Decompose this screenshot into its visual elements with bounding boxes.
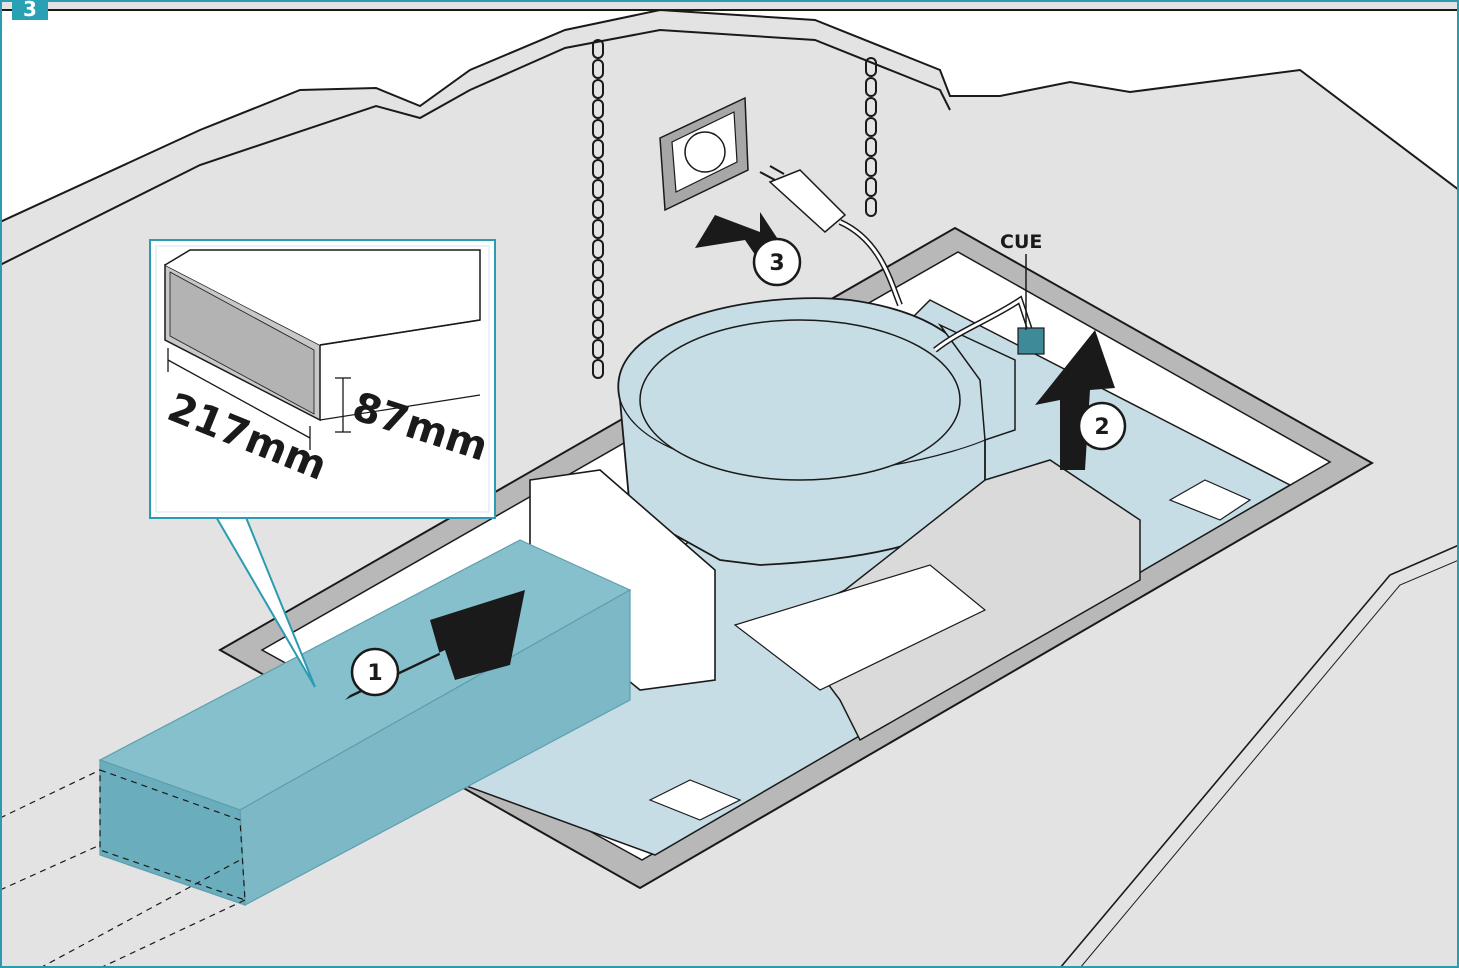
cue-label: CUE	[1000, 231, 1042, 253]
soffit-lower-edge	[0, 28, 951, 266]
cue-connector	[1017, 327, 1045, 355]
bracket-opening	[733, 564, 987, 691]
power-plug	[759, 165, 847, 233]
step-3-number: 3	[769, 251, 784, 276]
step-1-badge	[350, 647, 400, 697]
step-2-badge	[1077, 401, 1127, 451]
wall-socket	[659, 96, 749, 212]
dimension-width	[167, 348, 311, 450]
wall-corner-line	[1059, 544, 1459, 968]
power-cable-inner	[839, 220, 902, 306]
duct-section-illustration	[164, 249, 481, 422]
step-2-number: 2	[1094, 415, 1109, 440]
callout-pointer	[214, 514, 316, 688]
cue-pipe-inner	[934, 297, 1032, 352]
arrow-1	[345, 590, 525, 700]
mounting-foot-bottom	[648, 779, 742, 821]
wall-corner-line-2	[1079, 559, 1459, 968]
step-3-badge	[752, 237, 802, 287]
motor-block	[937, 323, 1016, 442]
chain-right	[865, 57, 877, 217]
step-badge	[12, 0, 48, 20]
step-badge-number: 3	[23, 0, 37, 21]
step-1-number: 1	[367, 661, 382, 686]
arrow-2	[1035, 330, 1115, 470]
dimension-height	[335, 377, 351, 433]
ceiling-soffit	[0, 8, 1459, 224]
blower-housing	[617, 297, 989, 566]
mounting-foot-right	[1168, 479, 1252, 521]
duct-dashed-outline	[0, 769, 246, 968]
chain-left	[592, 39, 604, 379]
